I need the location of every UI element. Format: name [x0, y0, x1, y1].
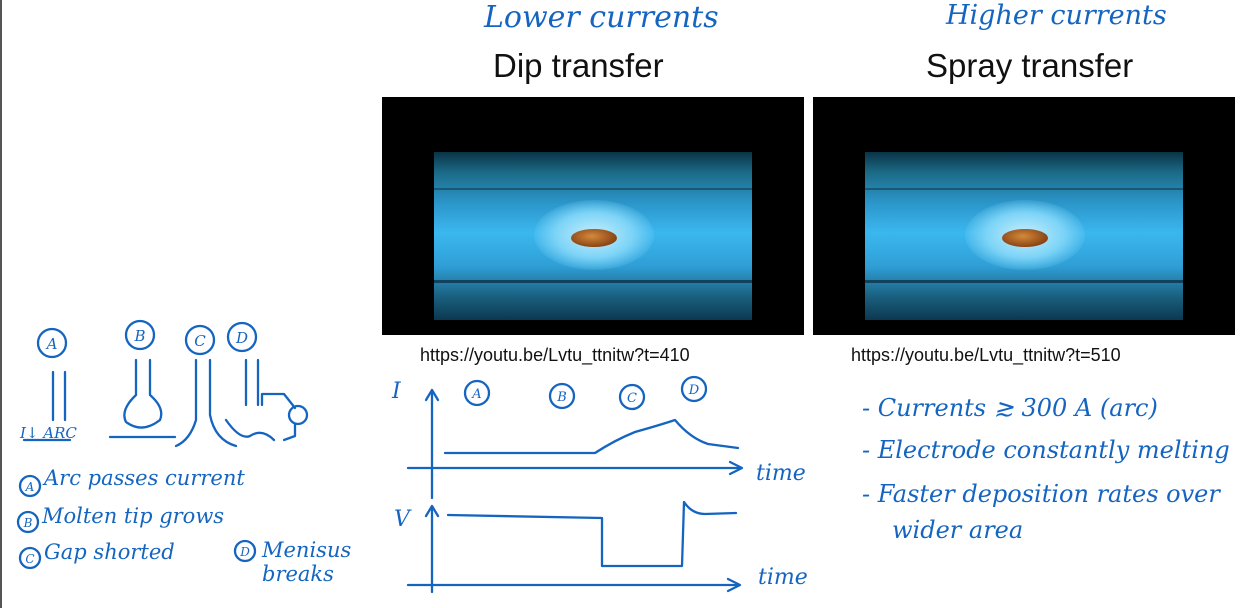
current-time-label: time	[756, 461, 806, 486]
plot-circle-a	[463, 379, 491, 407]
spray-annotation: Higher currents	[946, 0, 1167, 31]
stage-letter-b: B	[133, 327, 145, 345]
voltmeter-icon	[287, 404, 309, 426]
plot-letter-a: A	[471, 387, 481, 402]
spray-video-thumbnail[interactable]	[813, 97, 1235, 335]
note-electrode: - Electrode constantly melting	[862, 436, 1230, 464]
voltage-x-arrow	[726, 577, 742, 593]
note-deposition: - Faster deposition rates over	[862, 480, 1220, 508]
legend-letter-d: D	[239, 545, 250, 559]
dip-video-link[interactable]: https://youtu.be/Lvtu_ttnitw?t=410	[420, 345, 690, 365]
note-area: wider area	[892, 516, 1024, 544]
current-axis-label: I	[391, 379, 402, 404]
legend-circle-d	[233, 539, 257, 563]
stage-circle-a	[36, 327, 68, 359]
stage-letter-c: C	[194, 332, 206, 350]
legend-a: Arc passes current	[44, 466, 245, 490]
stage-circle-c	[184, 324, 216, 356]
stage-circle-d	[226, 321, 258, 353]
current-x-arrow	[728, 460, 744, 476]
frame-border	[0, 0, 2, 608]
plot-letter-c: C	[627, 391, 637, 406]
arc-label: I↓ ARC	[20, 424, 77, 442]
electrode-a	[51, 370, 67, 422]
dip-annotation: Lower currents	[484, 0, 719, 35]
electrode-c	[174, 358, 238, 448]
note-currents: - Currents ≳ 300 A (arc)	[862, 394, 1158, 422]
legend-c: Gap shorted	[44, 540, 175, 564]
plot-circle-d	[680, 375, 708, 403]
plot-letter-b: B	[556, 390, 567, 405]
dip-video-thumbnail[interactable]	[382, 97, 804, 335]
legend-circle-a	[18, 474, 42, 498]
plot-circle-c	[618, 383, 646, 411]
voltmeter-wires	[260, 392, 297, 442]
voltage-time-label: time	[758, 565, 808, 590]
voltage-y-arrow	[424, 504, 440, 518]
weld-pool-image	[865, 152, 1183, 320]
meniscus	[224, 418, 276, 442]
legend-b: Molten tip grows	[42, 504, 225, 528]
dip-title: Dip transfer	[493, 47, 664, 84]
weld-pool-image	[434, 152, 752, 320]
current-y-arrow	[424, 388, 440, 402]
electrode-b	[123, 358, 163, 429]
legend-circle-b	[16, 510, 40, 534]
spray-title: Spray transfer	[926, 47, 1134, 84]
legend-d: Menisus breaks	[262, 538, 372, 586]
legend-letter-a: A	[25, 480, 35, 494]
voltage-trace	[446, 500, 738, 568]
stage-letter-d: D	[235, 329, 248, 347]
current-trace	[443, 418, 740, 455]
electrode-d	[244, 358, 260, 407]
plot-circle-b	[548, 382, 576, 410]
legend-letter-b: B	[23, 516, 33, 530]
stage-letter-a: A	[45, 335, 58, 353]
legend-d-text: Menisus breaks	[262, 538, 352, 586]
plot-letter-d: D	[688, 383, 700, 398]
spray-video-link[interactable]: https://youtu.be/Lvtu_ttnitw?t=510	[851, 345, 1121, 365]
stage-circle-b	[124, 319, 156, 351]
legend-letter-c: C	[25, 552, 34, 566]
legend-circle-c	[18, 546, 42, 570]
voltage-axis-label: V	[394, 507, 412, 532]
